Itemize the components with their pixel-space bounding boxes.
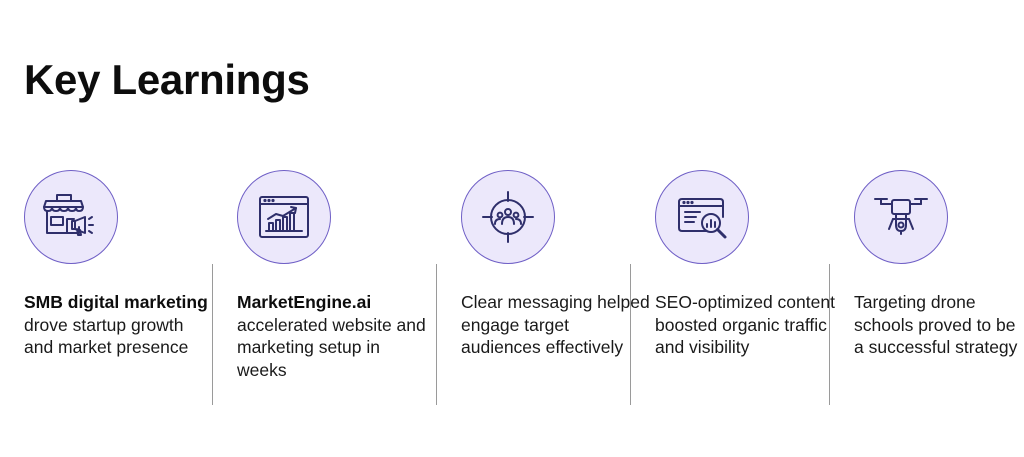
learning-text: MarketEngine.ai accelerated website and … [237, 291, 427, 381]
learning-text-body: Clear messaging helped engage target aud… [461, 292, 650, 357]
icon-badge [854, 170, 948, 264]
learning-text-body: Targeting drone schools proved to be a s… [854, 292, 1018, 357]
divider [829, 264, 830, 405]
drone-icon [874, 198, 928, 235]
learning-text: SMB digital marketing drove startup grow… [24, 291, 214, 359]
divider [630, 264, 631, 405]
icon-badge [24, 170, 118, 264]
divider [212, 264, 213, 405]
browser-growth-chart-icon [259, 196, 309, 238]
divider [436, 264, 437, 405]
learning-text-bold: MarketEngine.ai [237, 292, 372, 312]
page-title: Key Learnings [24, 56, 310, 103]
learning-text-body: accelerated website and marketing setup … [237, 314, 426, 380]
icon-badge [237, 170, 331, 264]
storefront-megaphone-icon [43, 194, 94, 236]
learning-text: Targeting drone schools proved to be a s… [854, 291, 1019, 359]
learning-text-bold: SMB digital marketing [24, 292, 208, 312]
icon-badge [655, 170, 749, 264]
target-audience-icon [482, 191, 534, 243]
learning-text-body: drove startup growth and market presence [24, 314, 189, 358]
seo-magnifier-icon [678, 198, 727, 239]
learning-text: SEO-optimized content boosted organic tr… [655, 291, 845, 359]
learning-text-body: SEO-optimized content boosted organic tr… [655, 292, 835, 357]
learning-text: Clear messaging helped engage target aud… [461, 291, 651, 359]
icon-badge [461, 170, 555, 264]
